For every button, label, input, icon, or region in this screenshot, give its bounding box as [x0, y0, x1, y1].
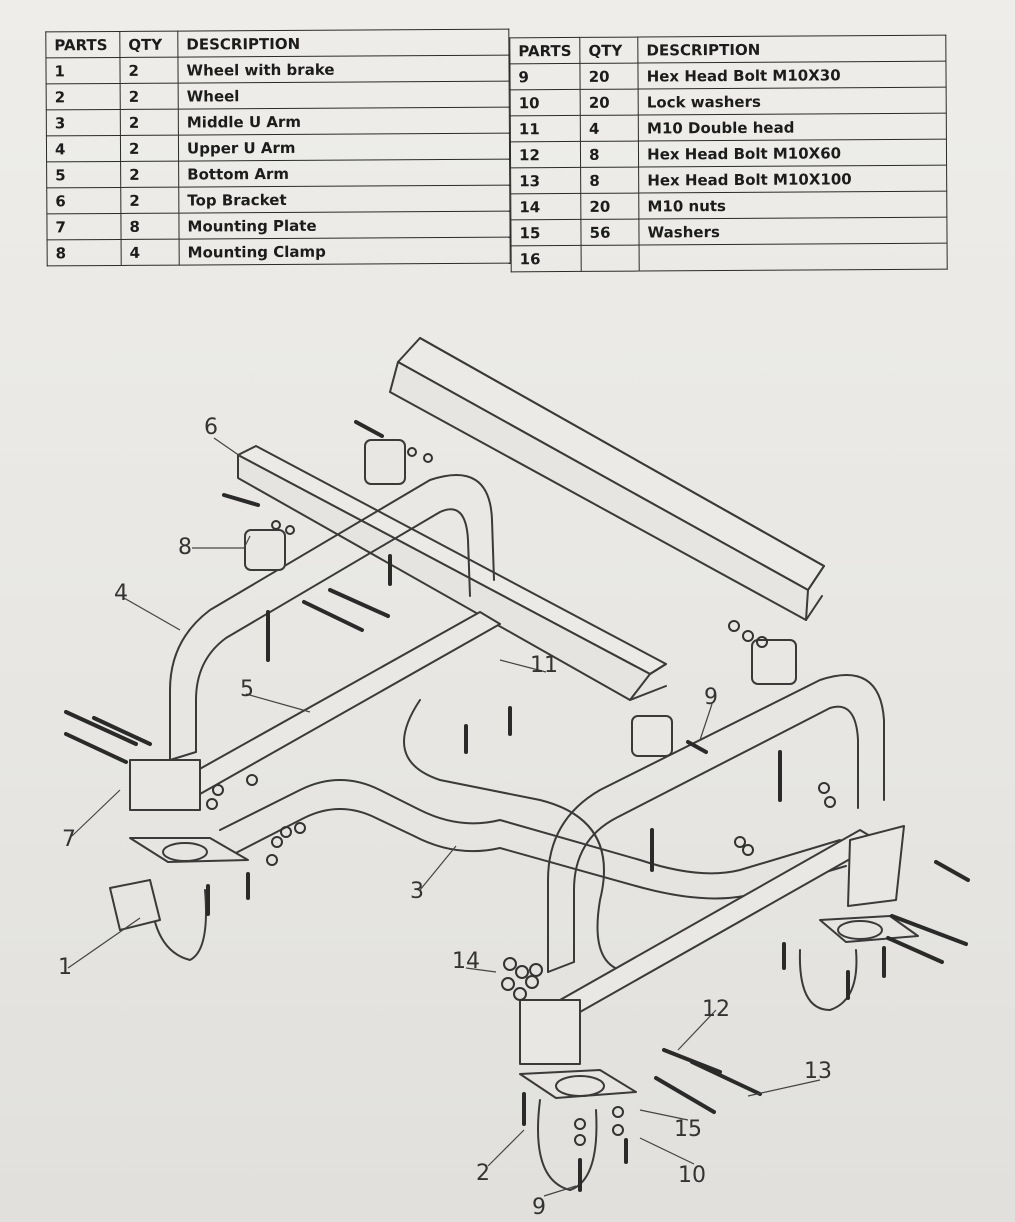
leader-lines: [67, 437, 821, 1197]
top-bracket-loose: [389, 337, 825, 621]
callout-12: 12: [702, 997, 730, 1022]
callout-9-bottom: 9: [532, 1195, 546, 1220]
callout-10: 10: [678, 1163, 706, 1188]
middle-u-arm: [219, 699, 847, 971]
callout-5: 5: [240, 677, 254, 702]
bolts: [64, 420, 970, 1192]
callout-15: 15: [674, 1117, 702, 1142]
caster: [519, 999, 637, 1191]
mounting-clamp: [244, 439, 797, 757]
callout-9: 9: [704, 685, 718, 710]
callout-6: 6: [204, 415, 218, 440]
bottom-arm: [179, 611, 881, 1013]
callout-1: 1: [58, 955, 72, 980]
callout-3: 3: [410, 879, 424, 904]
callout-14: 14: [452, 949, 480, 974]
upper-u-arm-left: [169, 474, 495, 761]
callout-8: 8: [178, 535, 192, 560]
top-bracket-mounted: [237, 445, 667, 701]
caster-right: [798, 825, 919, 1011]
callout-2: 2: [476, 1161, 490, 1186]
caster-with-brake: [109, 759, 249, 961]
callout-4: 4: [114, 581, 128, 606]
callout-13: 13: [804, 1059, 832, 1084]
callout-11: 11: [530, 653, 558, 678]
nuts-and-washers: [206, 447, 836, 1146]
callout-7: 7: [62, 827, 76, 852]
